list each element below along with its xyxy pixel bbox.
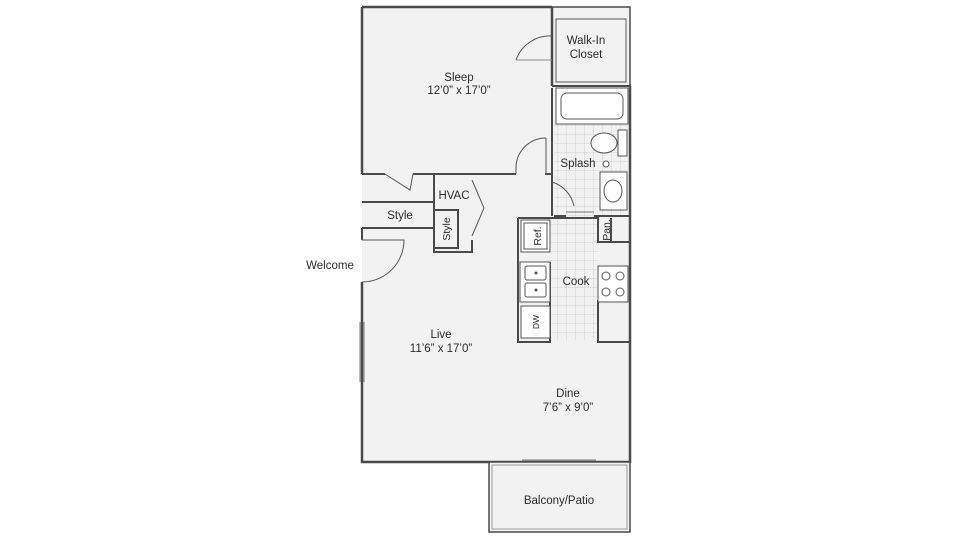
balcony-label: Balcony/Patio — [524, 495, 594, 507]
sink-icon — [599, 160, 628, 211]
stove-icon — [597, 265, 629, 303]
toilet-icon — [590, 129, 628, 157]
live-label: Live — [430, 329, 451, 341]
dishwasher-icon — [520, 305, 551, 339]
splash-label: Splash — [560, 158, 595, 170]
kitchen-fixtures — [519, 219, 629, 339]
sleep-dims: 12’0” x 17’0” — [427, 85, 490, 97]
cook-label: Cook — [563, 276, 590, 288]
interior-walls — [361, 20, 630, 343]
ref-label: Ref. — [532, 226, 544, 245]
dine-label: Dine — [556, 388, 580, 400]
doors — [359, 35, 596, 465]
bathtub-icon — [555, 87, 629, 125]
pan-label: Pan. — [601, 219, 613, 241]
exterior-walls — [360, 5, 632, 464]
dine-dims: 7’6” x 9’0” — [543, 402, 594, 414]
live-dims: 11’6” x 17’0” — [410, 343, 473, 355]
hvac-label: HVAC — [438, 190, 469, 202]
walkin-label-1: Walk-In — [567, 35, 606, 47]
style-vertical-label: Style — [441, 217, 453, 241]
balcony — [488, 461, 631, 533]
style-closet-label: Style — [387, 210, 413, 222]
sleep-label: Sleep — [444, 72, 473, 84]
dw-label: DW — [531, 315, 541, 329]
kitchen-sink-icon — [519, 261, 551, 303]
refrigerator-icon — [520, 219, 551, 253]
walkin-label-2: Closet — [570, 49, 603, 61]
welcome-label: Welcome — [306, 260, 354, 272]
bath-fixtures — [555, 87, 629, 211]
room-labels: Sleep 12’0” x 17’0” Walk-In Closet Splas… — [306, 35, 613, 507]
